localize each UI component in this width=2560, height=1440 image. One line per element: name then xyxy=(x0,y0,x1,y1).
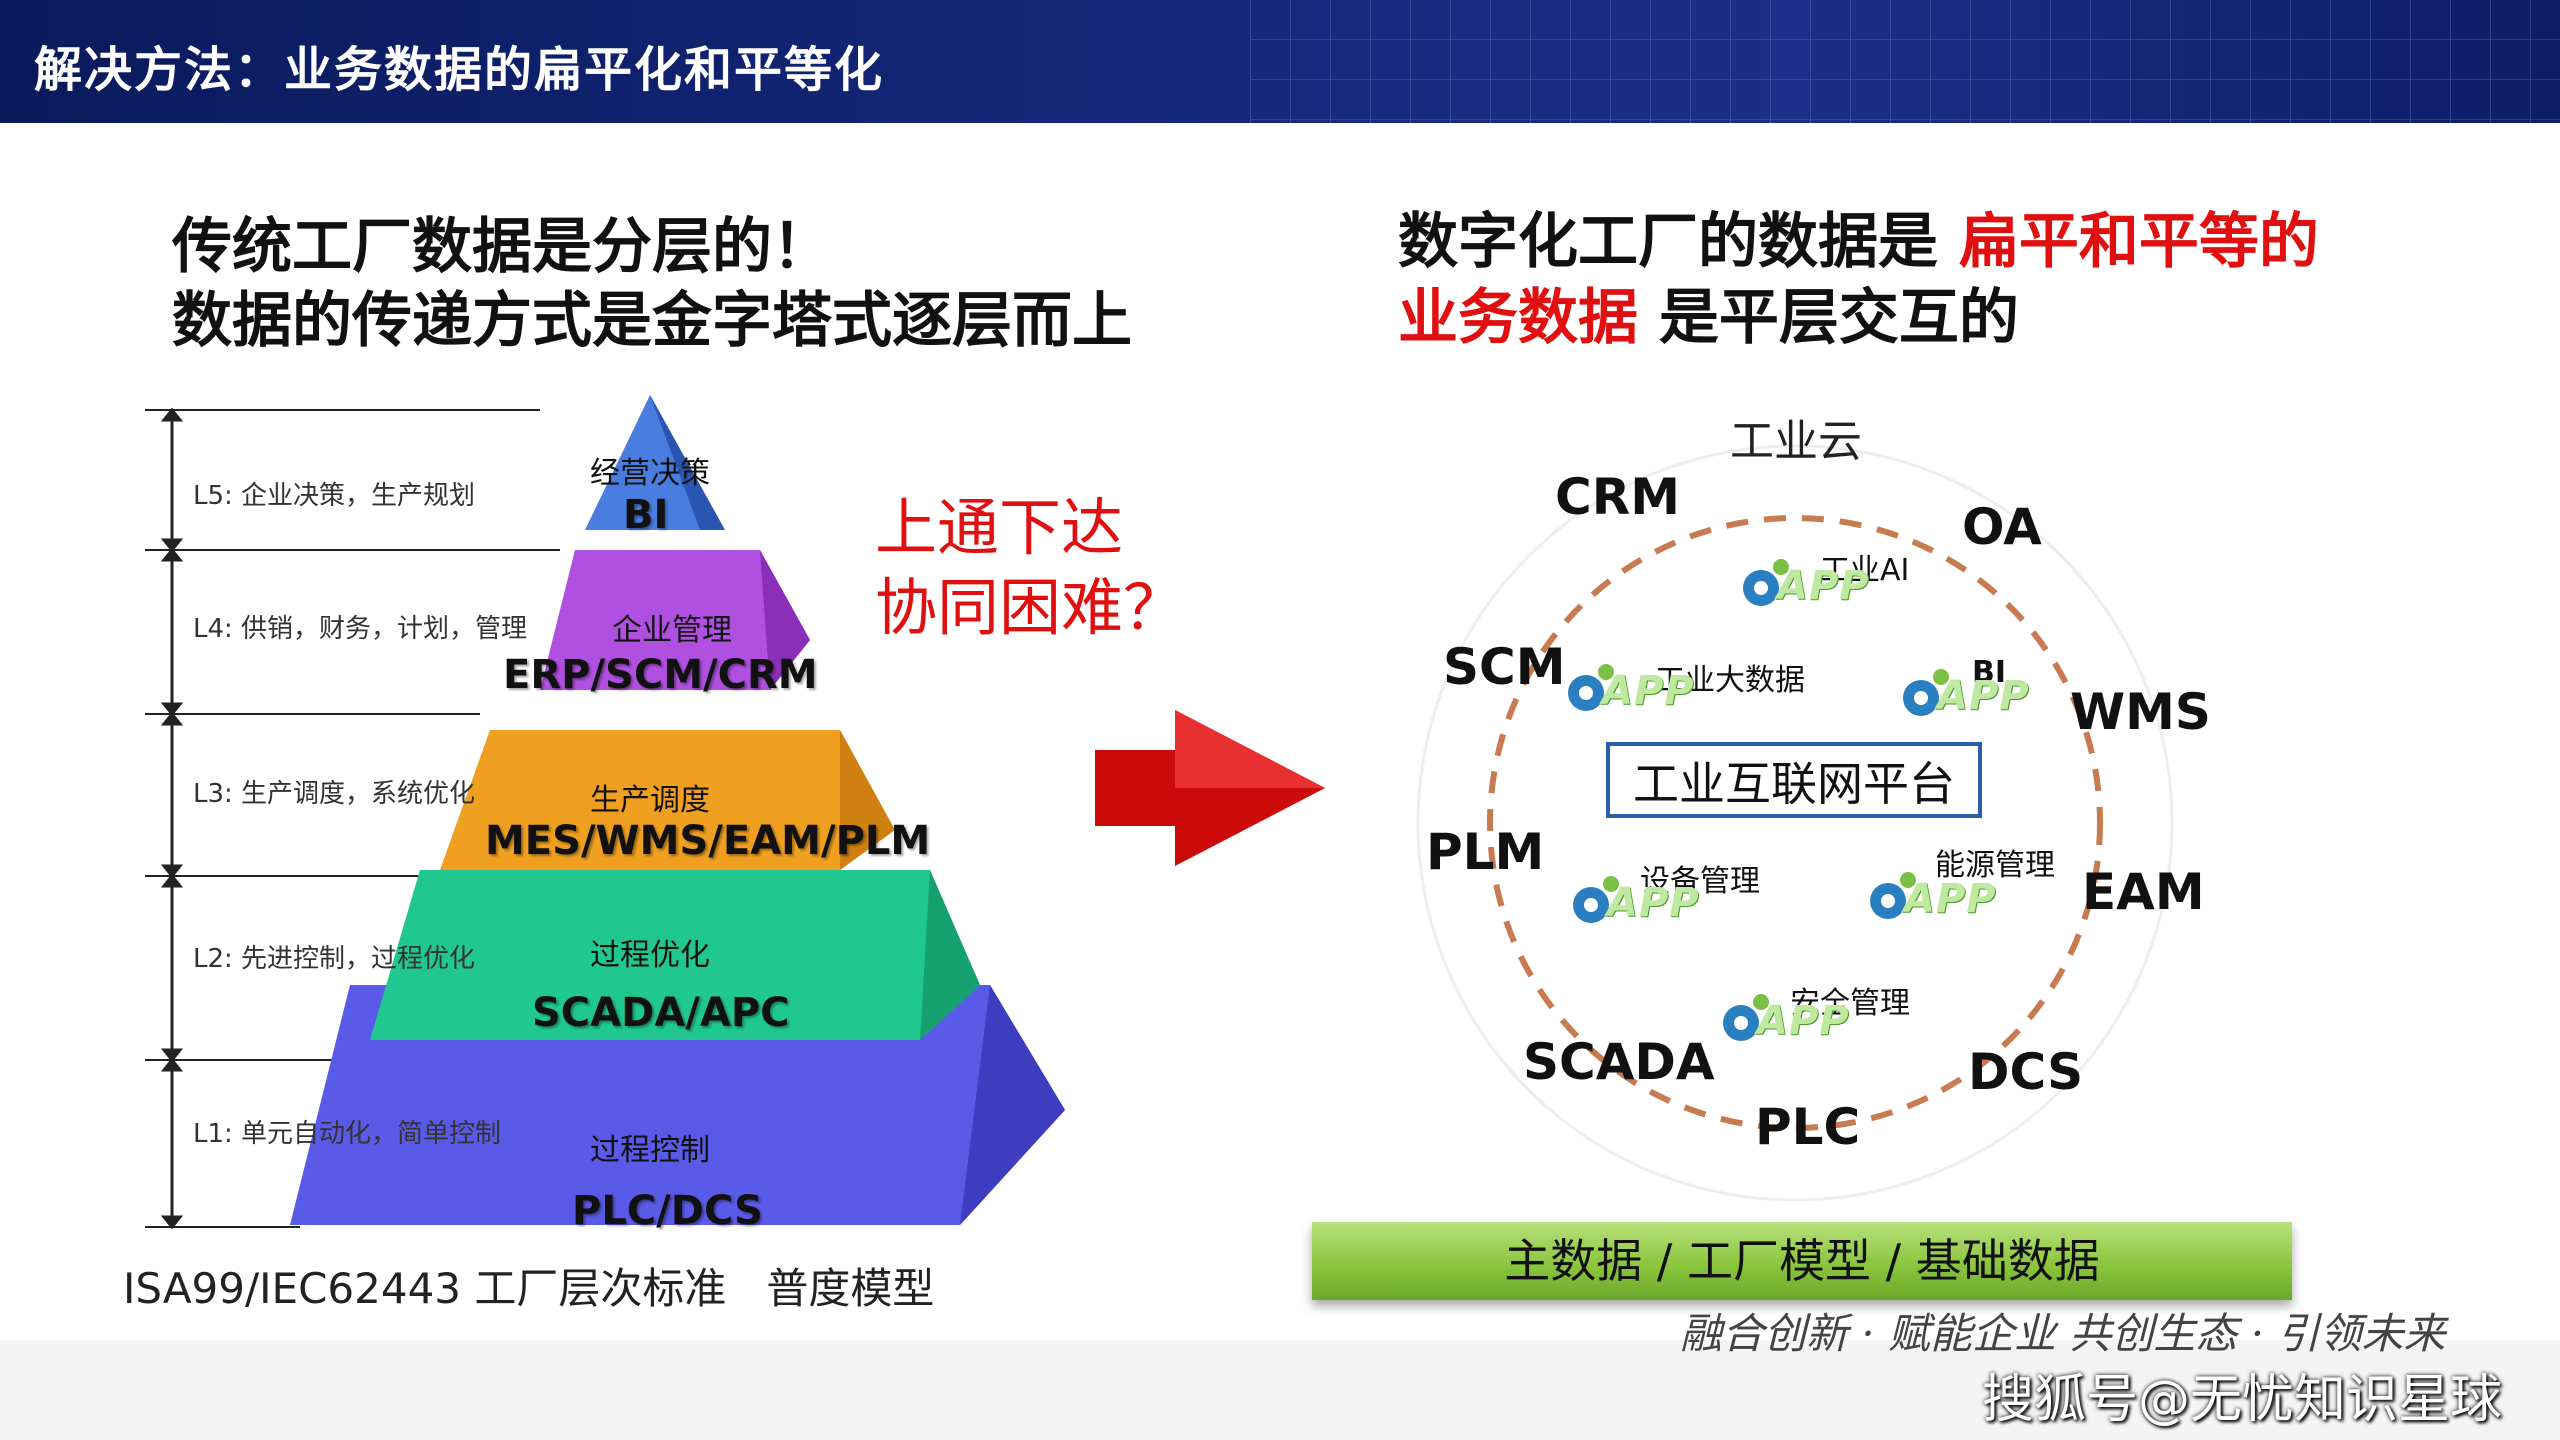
pyramid-layer-l2 xyxy=(370,870,980,1040)
gear-icon xyxy=(1903,669,1949,716)
pyramid-l5-bottom: BI xyxy=(623,492,669,538)
red-line1: 上通下达 xyxy=(875,491,1124,564)
system-eam: EAM xyxy=(2082,863,2205,921)
level-label-l2: L2: 先进控制，过程优化 xyxy=(193,944,476,974)
industrial-cloud-label: 工业云 xyxy=(1730,416,1862,467)
pyramid-l3-bottom: MES/WMS/EAM/PLM xyxy=(485,818,931,864)
pyramid-layer-l3 xyxy=(440,730,895,870)
pyramid-l3-top: 生产调度 xyxy=(590,783,710,818)
level-label-l5: L5: 企业决策，生产规划 xyxy=(193,481,476,511)
level-label-l1: L1: 单元自动化，简单控制 xyxy=(193,1119,502,1149)
left-title: 传统工厂数据是分层的！ 数据的传递方式是金字塔式逐层而上 xyxy=(172,210,1132,358)
app-label-bi: BI xyxy=(1972,655,2007,690)
app-bigdata: APP xyxy=(1560,660,1710,720)
pyramid-layer-l1 xyxy=(290,985,1065,1225)
gear-icon xyxy=(1870,872,1916,919)
app-text: APP xyxy=(1937,673,2030,719)
caption-standard: ISA99/IEC62443 工厂层次标准 xyxy=(123,1264,727,1313)
app-text: APP xyxy=(1602,668,1695,714)
caption-model: 普度模型 xyxy=(766,1264,935,1313)
app-label-bigdata: 工业大数据 xyxy=(1655,663,1805,698)
gear-icon xyxy=(1743,559,1789,606)
app-text: APP xyxy=(1757,998,1850,1044)
right-title-line1b: 扁平和平等的 xyxy=(1958,207,2319,277)
pyramid-caption: ISA99/IEC62443 工厂层次标准普度模型 xyxy=(123,1255,934,1316)
gear-icon xyxy=(1568,664,1614,711)
system-wms: WMS xyxy=(2070,683,2211,741)
right-title: 数字化工厂的数据是 扁平和平等的 业务数据 是平层交互的 xyxy=(1398,204,2319,356)
cloud-dashed-circle xyxy=(1487,515,2103,1131)
app-safety: APP xyxy=(1715,990,1865,1050)
slogan: 融合创新 · 赋能企业 共创生态 · 引领未来 xyxy=(1680,1309,2446,1358)
level-label-l3: L3: 生产调度，系统优化 xyxy=(193,779,476,809)
red-line2: 协同困难？ xyxy=(875,571,1186,644)
app-label-equipment: 设备管理 xyxy=(1640,864,1760,899)
pyramid-l4-top: 企业管理 xyxy=(612,613,732,648)
right-title-line2b: 是平层交互的 xyxy=(1638,283,2019,353)
sync-difficulty-question: 上通下达 协同困难？ xyxy=(875,488,1185,648)
outer-circle xyxy=(1416,444,2174,1202)
left-title-line1: 传统工厂数据是分层的！ xyxy=(172,212,832,282)
system-crm: CRM xyxy=(1555,468,1680,526)
app-text: APP xyxy=(1904,876,1997,922)
pyramid-l2-bottom: SCADA/APC xyxy=(532,990,790,1036)
system-scm: SCM xyxy=(1443,638,1566,696)
app-text: APP xyxy=(1777,563,1870,609)
gear-icon xyxy=(1573,876,1619,923)
platform-box: 工业互联网平台 xyxy=(1606,742,1982,818)
left-title-line2: 数据的传递方式是金字塔式逐层而上 xyxy=(172,286,1132,356)
app-label-energy: 能源管理 xyxy=(1935,848,2055,883)
header-bar: 解决方法：业务数据的扁平化和平等化 xyxy=(0,0,2560,123)
pyramid-layer-l4 xyxy=(540,550,810,690)
header-decoration xyxy=(1250,0,2560,123)
pyramid-l2-top: 过程优化 xyxy=(590,938,710,973)
app-ai: APP xyxy=(1735,555,1885,615)
page-title: 解决方法：业务数据的扁平化和平等化 xyxy=(34,42,885,98)
pyramid-l1-bottom: PLC/DCS xyxy=(572,1188,763,1234)
pyramid-l5-top: 经营决策 xyxy=(590,456,710,491)
watermark: 搜狐号@无忧知识星球 xyxy=(1982,1370,2503,1430)
pyramid-l4-bottom: ERP/SCM/CRM xyxy=(503,652,818,698)
level-label-l4: L4: 供销，财务，计划，管理 xyxy=(193,614,528,644)
right-title-line2a: 业务数据 xyxy=(1398,283,1638,353)
app-label-ai: 工业AI xyxy=(1820,553,1910,588)
system-oa: OA xyxy=(1962,498,2042,556)
master-data-bar: 主数据 / 工厂模型 / 基础数据 xyxy=(1312,1222,2292,1300)
pyramid-l1-top: 过程控制 xyxy=(590,1133,710,1168)
system-scada: SCADA xyxy=(1523,1033,1715,1091)
app-equipment: APP xyxy=(1565,872,1715,932)
app-label-safety: 安全管理 xyxy=(1790,986,1910,1021)
app-text: APP xyxy=(1607,880,1700,926)
gear-icon xyxy=(1723,994,1769,1041)
app-energy: APP xyxy=(1862,868,2012,928)
system-dcs: DCS xyxy=(1968,1043,2084,1101)
app-bi: APP xyxy=(1895,665,2045,725)
system-plm: PLM xyxy=(1426,823,1545,881)
system-plc: PLC xyxy=(1755,1098,1861,1156)
bottom-band xyxy=(0,1340,2560,1440)
right-title-line1a: 数字化工厂的数据是 xyxy=(1398,207,1959,277)
